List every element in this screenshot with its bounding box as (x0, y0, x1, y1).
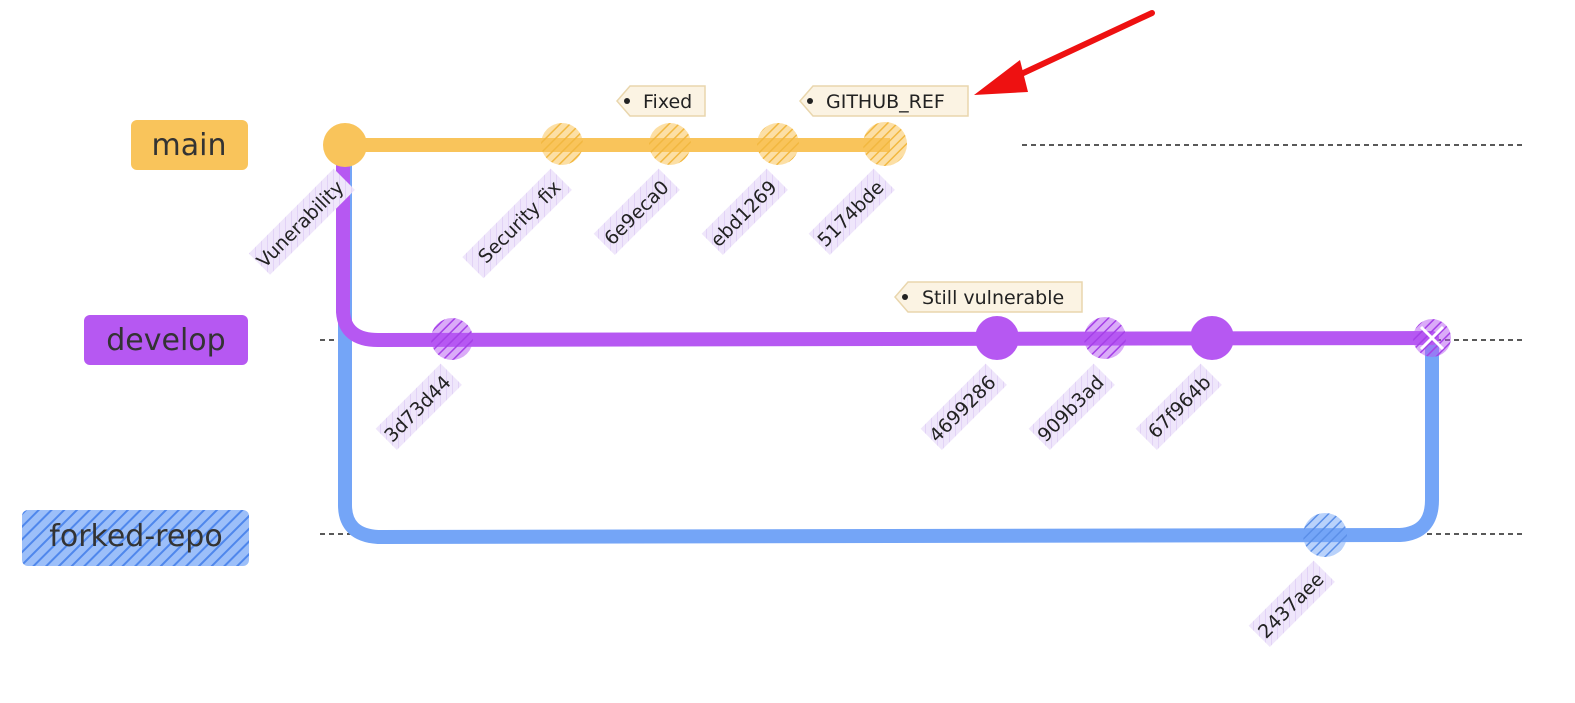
commit-dot-2437aee[interactable] (1303, 513, 1347, 557)
svg-text:Still vulnerable: Still vulnerable (922, 287, 1064, 309)
commit-dot-vunerability[interactable] (323, 123, 367, 167)
svg-text:GITHUB_REF: GITHUB_REF (826, 91, 945, 113)
tag-fixed: Fixed (616, 85, 706, 117)
commit-label-67f964b: 67f964b (1135, 363, 1222, 450)
develop-branch-line (336, 153, 1439, 348)
commit-dot-3d73d44[interactable] (431, 318, 473, 360)
commit-dot-4699286[interactable] (975, 316, 1019, 360)
commit-label-ebd1269: ebd1269 (701, 168, 788, 255)
commit-label-5174bde: 5174bde (808, 168, 895, 255)
svg-text:2437aee: 2437aee (1254, 568, 1329, 643)
commit-label-2437aee: 2437aee (1248, 560, 1335, 647)
commit-dot-ebd1269[interactable] (757, 123, 799, 165)
red-arrow-annotation (974, 10, 1155, 95)
svg-text:6e9eca0: 6e9eca0 (600, 176, 673, 249)
commit-dot-6e9eca0[interactable] (649, 123, 691, 165)
commit-dot-security-fix[interactable] (541, 123, 583, 165)
branch-label-forked-repo: forked-repo (22, 510, 249, 566)
tag-github-ref: GITHUB_REF (799, 85, 969, 117)
commit-dot-5174bde[interactable] (863, 122, 907, 166)
svg-text:909b3ad: 909b3ad (1033, 371, 1108, 446)
svg-text:ebd1269: ebd1269 (706, 176, 781, 251)
svg-text:3d73d44: 3d73d44 (380, 371, 455, 446)
svg-text:4699286: 4699286 (925, 371, 1000, 446)
tag-still-vulnerable: Still vulnerable (894, 281, 1083, 313)
svg-text:67f964b: 67f964b (1144, 371, 1216, 443)
merge-commit-marker[interactable] (1413, 319, 1451, 357)
commit-label-6e9eca0: 6e9eca0 (593, 168, 680, 255)
svg-text:5174bde: 5174bde (813, 176, 888, 251)
svg-text:forked-repo: forked-repo (49, 519, 222, 554)
commit-dot-67f964b[interactable] (1190, 316, 1234, 360)
commit-label-security-fix: Security fix (462, 168, 572, 279)
commit-label-909b3ad: 909b3ad (1028, 363, 1115, 450)
svg-text:Vunerability: Vunerability (253, 176, 349, 272)
svg-text:Security fix: Security fix (474, 176, 565, 267)
branch-label-main: main (131, 120, 248, 170)
forked-repo-branch-line (338, 138, 1439, 544)
commit-label-3d73d44: 3d73d44 (375, 363, 462, 450)
svg-text:Fixed: Fixed (643, 91, 692, 113)
svg-text:develop: develop (106, 323, 225, 358)
commit-label-4699286: 4699286 (920, 363, 1007, 450)
branch-label-develop: develop (84, 315, 248, 365)
svg-text:main: main (152, 128, 227, 163)
commit-dot-909b3ad[interactable] (1084, 317, 1126, 359)
